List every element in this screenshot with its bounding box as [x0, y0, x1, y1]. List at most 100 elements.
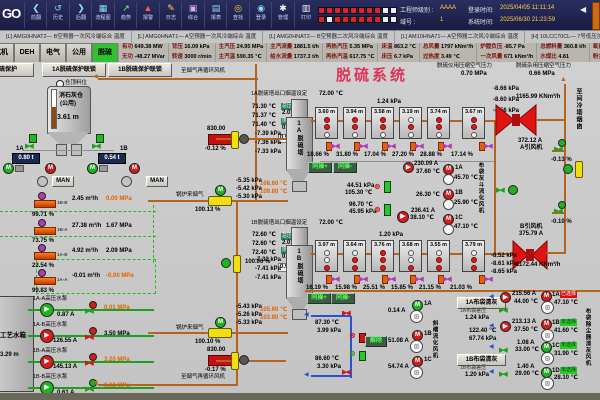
ash-hopper[interactable]: 3.19 m	[399, 107, 422, 139]
alarm-item[interactable]: [H] 10LCC70CL— 7号低压加热器水位	[525, 31, 600, 44]
sync-plus-button[interactable]: 同操+	[307, 293, 331, 304]
alarm-item[interactable]: [L] AM10HNA71— A空预器二次风冷端综合 温度	[395, 31, 526, 44]
toolbar-button-log[interactable]: ✎日志	[159, 2, 182, 28]
alarm-item[interactable]: [L] AMG0HNAT1— A空预器一次风冷端综合 温度	[132, 31, 264, 44]
toolbar-button-trend[interactable]: ↗趋势	[114, 2, 137, 28]
hopper-valve[interactable]: ▶◀	[415, 276, 424, 283]
valve-ball[interactable]	[563, 164, 573, 174]
bypass-valve[interactable]: ▶◀	[554, 208, 563, 215]
hopper-valve[interactable]: ▶◀	[484, 143, 493, 150]
outlet-damper[interactable]	[231, 131, 239, 149]
ash-hopper[interactable]: 3.58 m	[371, 107, 394, 139]
inlet-damper-1a[interactable]	[208, 196, 232, 206]
feeder-motor[interactable]: M	[45, 163, 56, 174]
closed-valve-icon[interactable]: ⊗	[374, 182, 381, 191]
hp-discharge-valve[interactable]: ▶◀	[85, 386, 94, 393]
ash-hopper[interactable]: 3.67 m	[462, 107, 485, 139]
crossover-damper[interactable]	[233, 255, 241, 273]
inlet-damper-1b[interactable]	[208, 328, 232, 338]
toolbar-button-admin[interactable]: ✱管理	[271, 2, 294, 28]
toolbar-button-next[interactable]: ❯后翻	[69, 2, 92, 28]
ash-hopper[interactable]: 3.97 m	[315, 240, 338, 272]
toolbar-button-print[interactable]: ▥打印	[294, 2, 317, 28]
metering-valve[interactable]	[38, 219, 46, 227]
toolbar-button-alarm[interactable]: ▲报警	[136, 2, 159, 28]
hp-pump-1a-b[interactable]: ▶	[40, 329, 54, 343]
damper-actuator[interactable]	[221, 258, 231, 268]
bag-clean-1a-button[interactable]: 1A布袋清灰	[457, 297, 506, 309]
interlock-1a-button[interactable]: 1A脱硫保护联锁	[42, 63, 106, 77]
sync-minus-button[interactable]: 同操-	[333, 162, 357, 173]
outlet-temp-sp[interactable]: 72.00 ℃	[319, 220, 343, 226]
bag-air-valve[interactable]: ▶◀	[499, 371, 508, 378]
metering-pump-1b-b[interactable]	[34, 200, 56, 208]
inlet-damper-motor[interactable]: M	[215, 317, 226, 328]
bag-clean-1b-button[interactable]: 1B布袋清灰	[457, 354, 506, 366]
tab-electrical[interactable]: 电气	[40, 43, 66, 62]
desulf-protection-button[interactable]: 脱硫保护	[0, 63, 34, 77]
hopper-valve[interactable]: ▶◀	[331, 276, 340, 283]
damper-actuator[interactable]	[239, 134, 249, 144]
metering-valve[interactable]	[38, 269, 46, 277]
tab-common[interactable]: 公用	[66, 43, 92, 62]
toolbar-button-login[interactable]: ◉登录	[249, 2, 272, 28]
feeder-motor[interactable]: M	[3, 163, 14, 174]
interlock-1b-button[interactable]: 1B脱硫保护联锁	[108, 63, 172, 77]
toolbar-button-flowchart[interactable]: ▦流程图	[91, 2, 114, 28]
bag-air-valve[interactable]: ▶◀	[499, 307, 508, 314]
feeder-motor[interactable]: M	[87, 163, 98, 174]
hp-discharge-valve[interactable]: ▶◀	[85, 360, 94, 367]
chute-valve[interactable]: ▶◀	[342, 310, 351, 317]
bag-air-valve[interactable]: ▶◀	[499, 347, 508, 354]
hopper-valve[interactable]: ▶◀	[387, 276, 396, 283]
bypass-valve[interactable]: ▶◀	[554, 146, 563, 153]
metering-valve[interactable]	[38, 244, 46, 252]
hp-discharge-valve[interactable]: ▶◀	[85, 308, 94, 315]
chute-valve[interactable]: ▶◀	[342, 369, 351, 376]
hopper-valve[interactable]: ▶◀	[415, 143, 424, 150]
alarm-item[interactable]: [L] AMG0HNAT2— B空预器一次风冷端综合 温度	[0, 31, 132, 44]
outlet-damper[interactable]	[231, 352, 239, 370]
ash-hopper[interactable]: 3.68 m	[399, 240, 422, 272]
ash-hopper[interactable]: 3.60 m	[315, 107, 338, 139]
oxidation-fan-a[interactable]: ▶	[403, 162, 414, 173]
ash-hopper[interactable]: 3.74 m	[427, 107, 450, 139]
tab-desulfurization[interactable]: 脱硫	[92, 43, 118, 62]
release-button[interactable]: 解除	[365, 336, 387, 347]
stack-damper[interactable]	[575, 161, 583, 178]
tab-turbine[interactable]: 汽机	[0, 43, 14, 62]
toolbar-button-history[interactable]: ↺历史	[46, 2, 69, 28]
hopper-valve[interactable]: ▶◀	[387, 143, 396, 150]
side-panel-chip[interactable]	[592, 2, 600, 30]
ash-hopper[interactable]: 3.79 m	[462, 240, 485, 272]
tab-deh[interactable]: DEH	[14, 43, 40, 62]
id-fan-a-icon[interactable]	[495, 103, 537, 141]
toolbar-button-report[interactable]: ▤报表	[204, 2, 227, 28]
metering-pump-1b-a[interactable]	[34, 227, 56, 235]
alarm-item[interactable]: [L] AMG0HNAT2— B空预器二次风冷端综合 温度	[263, 31, 396, 44]
damper-actuator[interactable]	[239, 355, 249, 365]
bag-fan-valve[interactable]: ▶	[500, 321, 511, 332]
metering-pump-1a-b[interactable]	[34, 252, 56, 260]
ash-hopper[interactable]: 3.76 m	[371, 240, 394, 272]
id-fan-b-icon[interactable]	[512, 239, 548, 275]
hp-pump-1a-a[interactable]: ▶	[40, 303, 54, 317]
bag-fan-valve[interactable]: ▶	[500, 292, 511, 303]
man-button[interactable]: MAN	[52, 176, 74, 187]
rotary-feeder[interactable]	[121, 176, 132, 187]
toolbar-button-prev[interactable]: ❮前翻	[24, 2, 47, 28]
oxidation-fan-b[interactable]: ▶	[397, 211, 409, 223]
metering-pump-1a-a[interactable]	[34, 277, 56, 285]
fluidizing-air-valve[interactable]: ▶◀	[496, 187, 505, 194]
man-button[interactable]: MAN	[146, 176, 168, 187]
hp-discharge-valve[interactable]: ▶◀	[85, 334, 94, 341]
rotary-feeder[interactable]	[37, 176, 48, 187]
closed-valve-icon[interactable]: ⊗	[349, 331, 356, 340]
hopper-valve[interactable]: ▶◀	[331, 143, 340, 150]
toolbar-button-overview[interactable]: ▣综合	[181, 2, 204, 28]
hopper-valve[interactable]: ▶◀	[443, 143, 452, 150]
outlet-temp-sp[interactable]: 72.00 ℃	[319, 91, 343, 97]
sync-plus-button[interactable]: 同操+	[308, 162, 332, 173]
closed-valve-icon[interactable]: ⊗	[374, 205, 381, 214]
ash-hopper[interactable]: 3.64 m	[343, 240, 366, 272]
